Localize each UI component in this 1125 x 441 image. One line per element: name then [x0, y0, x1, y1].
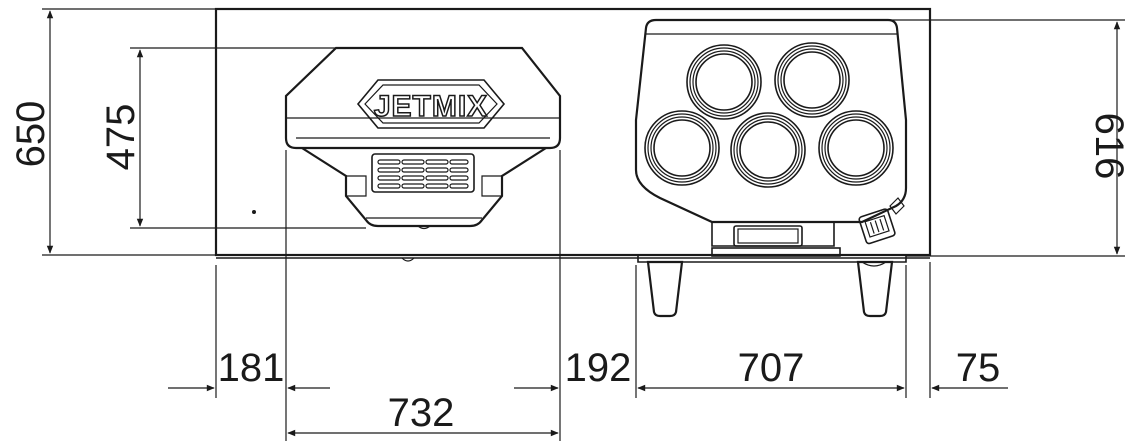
cabinet-screw	[252, 210, 256, 214]
dispenser-drip-tray	[733, 225, 803, 247]
dispenser-base-plate	[711, 247, 841, 257]
dispenser-unit	[634, 18, 908, 318]
dim-dispenser-width: 707	[738, 346, 805, 390]
cabinet-bottom-nub	[401, 257, 415, 262]
dimension-lines	[42, 8, 1125, 441]
dim-dispenser-height: 616	[1087, 113, 1125, 180]
mixer-brand-badge	[356, 79, 506, 129]
cup-holder-3	[644, 110, 720, 186]
mixer-brand-label: JETMIX	[374, 90, 488, 123]
dim-left-offset: 181	[218, 346, 285, 390]
mixer-top-housing	[284, 46, 562, 150]
cup-holder-4	[730, 112, 806, 188]
dim-total-height: 650	[9, 101, 53, 168]
dispenser-leg-left	[646, 260, 684, 318]
dim-mixer-height: 475	[99, 104, 143, 171]
base-cabinet-outline	[214, 7, 932, 257]
dispenser-leg-right	[856, 260, 894, 318]
mixer-lower-body	[301, 147, 547, 228]
cup-holder-1	[686, 44, 762, 120]
dispenser-control-box	[858, 208, 896, 245]
dispenser-body	[634, 18, 908, 224]
mixer-unit: JETMIX	[284, 46, 562, 230]
dim-gap: 192	[565, 346, 632, 390]
dim-right-offset: 75	[956, 346, 1001, 390]
grille-slots	[377, 159, 469, 189]
mixer-fan-grille	[371, 153, 475, 193]
cup-holder-2	[774, 42, 850, 118]
dim-mixer-width: 732	[388, 391, 455, 435]
cup-holder-5	[818, 110, 894, 186]
